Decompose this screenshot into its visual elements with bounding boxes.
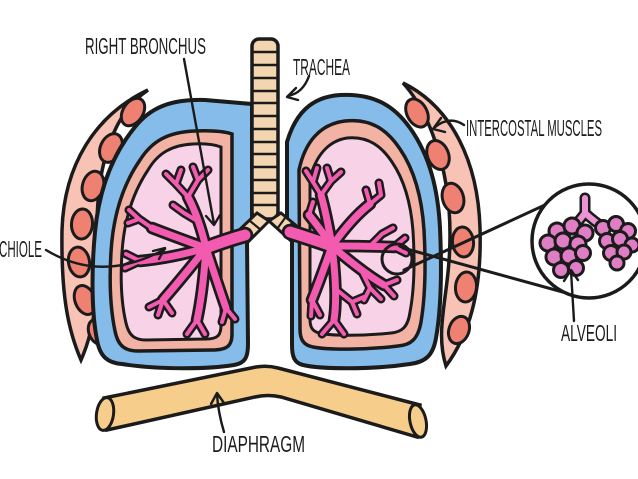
bronchiole-leader-line (44, 246, 167, 268)
annotation-arrows (44, 57, 580, 434)
intercostal-muscles-arrow (431, 116, 466, 134)
diaphragm-tube (102, 364, 422, 440)
alveoli-cluster-left (538, 216, 595, 279)
right-intercostal-muscle (401, 81, 482, 370)
intercostal-muscles-label: INTERCOSTAL MUSCLES (466, 115, 602, 141)
diaphragm-arrow (209, 391, 226, 434)
right-bronchus-arrow (182, 57, 222, 227)
diaphragm-left-cap (94, 396, 116, 432)
alveoli-source-marker (380, 242, 414, 276)
labels: RIGHT BRONCHUS TRACHEA INTERCOSTAL MUSCL… (0, 33, 617, 457)
trachea-rings (253, 50, 277, 207)
alveoli-label: ALVEOLI (561, 320, 617, 346)
trachea-arrow (285, 74, 311, 102)
alveoli-arrow (562, 268, 580, 323)
left-bronchial-tree (120, 162, 254, 339)
trachea-label: TRACHEA (293, 54, 350, 80)
left-intercostal-muscle (60, 88, 149, 365)
diaphragm-label: DIAPHRAGM (212, 431, 305, 457)
right-bronchial-tree (281, 163, 411, 339)
alveoli-cluster-right (594, 215, 638, 272)
right-bronchus-label: RIGHT BRONCHUS (85, 33, 206, 59)
diaphragm-right-cap (407, 403, 429, 439)
magnifier-connector-lines (401, 196, 572, 296)
bronchiole-label: CHIOLE (0, 236, 42, 262)
diaphragm (94, 364, 429, 440)
alveoli-magnifier (530, 182, 638, 300)
